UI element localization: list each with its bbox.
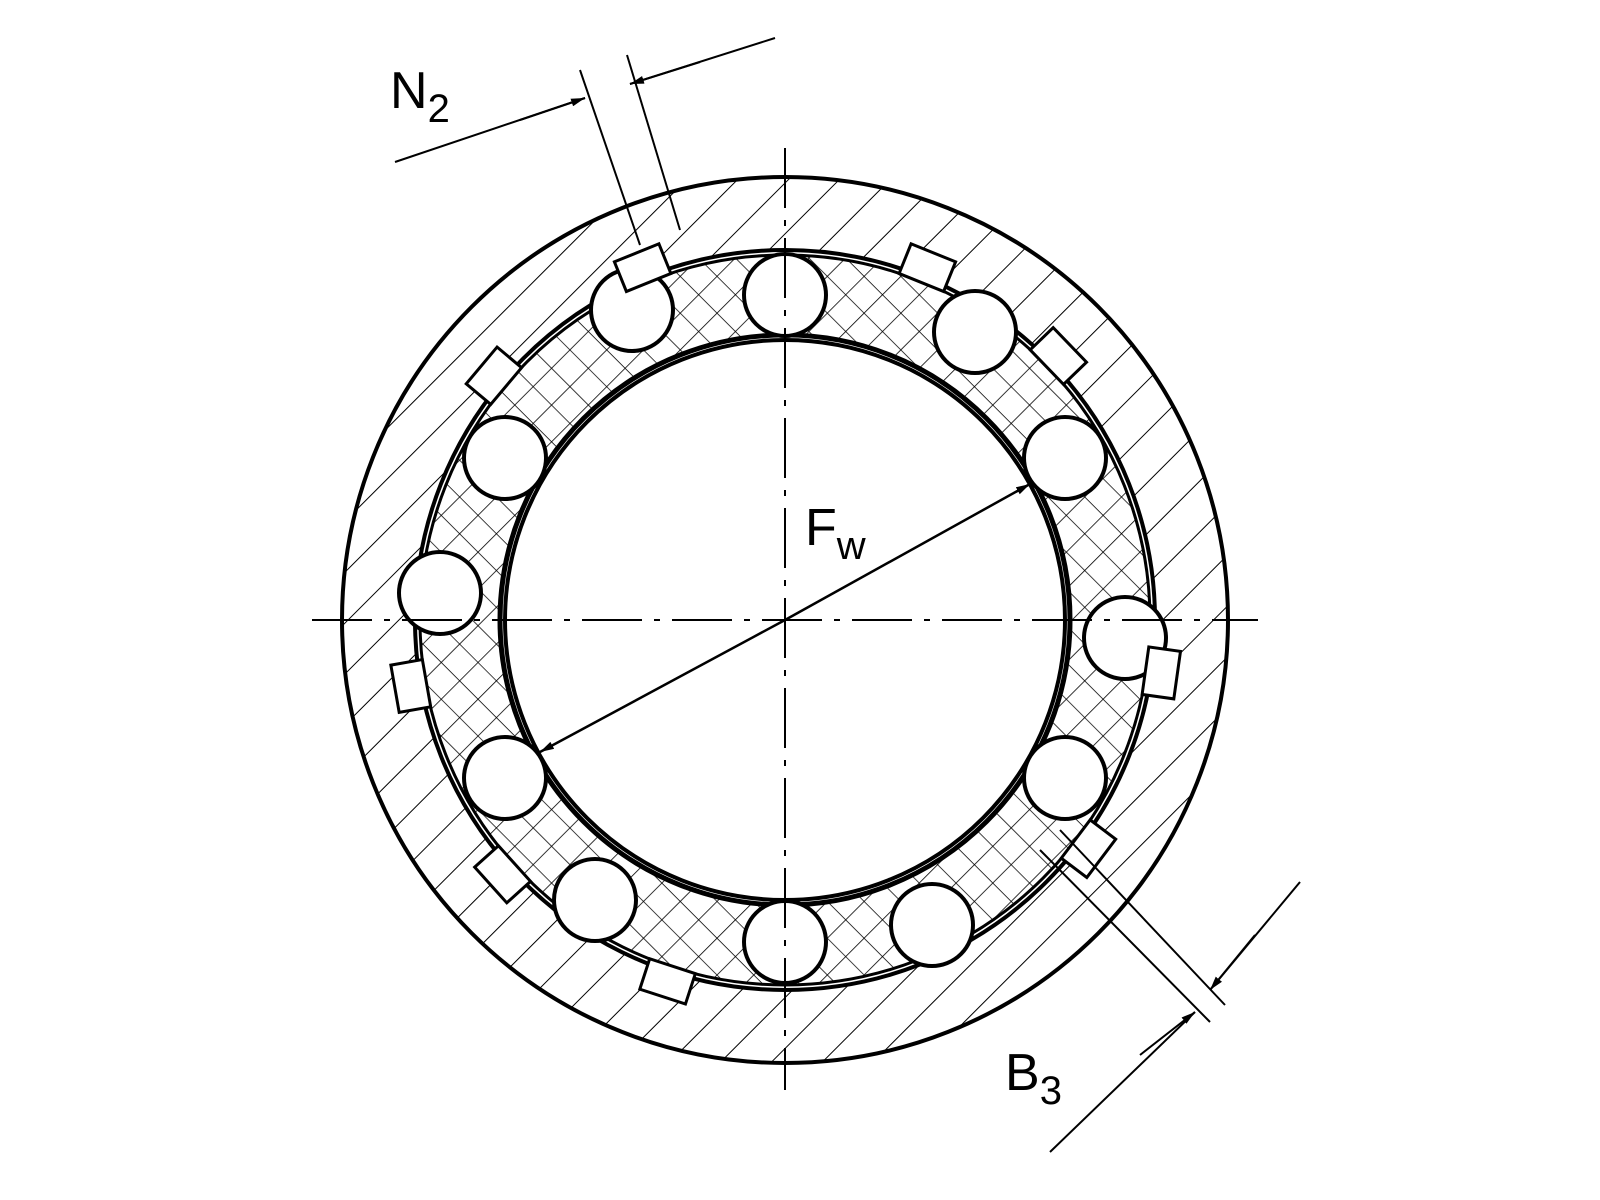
- screw-block: [1028, 325, 1089, 387]
- ball: [397, 550, 483, 636]
- ball: [932, 289, 1018, 375]
- screw-blocks: [389, 241, 1183, 1006]
- ball: [889, 882, 975, 968]
- b3-dimension: [1039, 829, 1301, 1153]
- screw-block: [897, 241, 958, 294]
- ball: [1022, 735, 1108, 821]
- fw-dimension-line-2: [539, 618, 786, 754]
- screw-block: [1059, 817, 1118, 880]
- screw-block: [472, 843, 533, 905]
- n2-dimension: [394, 37, 776, 246]
- ball: [462, 415, 548, 501]
- ball: [462, 735, 548, 821]
- ball: [552, 857, 638, 943]
- label-n2: N2: [390, 62, 450, 131]
- ball: [1022, 415, 1108, 501]
- screw-block: [464, 344, 524, 407]
- screw-block: [612, 241, 673, 294]
- screw-block: [1140, 645, 1183, 701]
- label-b3: B3: [1005, 1044, 1062, 1113]
- label-fw: Fw: [805, 499, 866, 568]
- fw-dimension-line: [784, 482, 1031, 622]
- screw-block: [637, 956, 698, 1006]
- ball: [1082, 595, 1168, 681]
- screw-block: [389, 657, 433, 715]
